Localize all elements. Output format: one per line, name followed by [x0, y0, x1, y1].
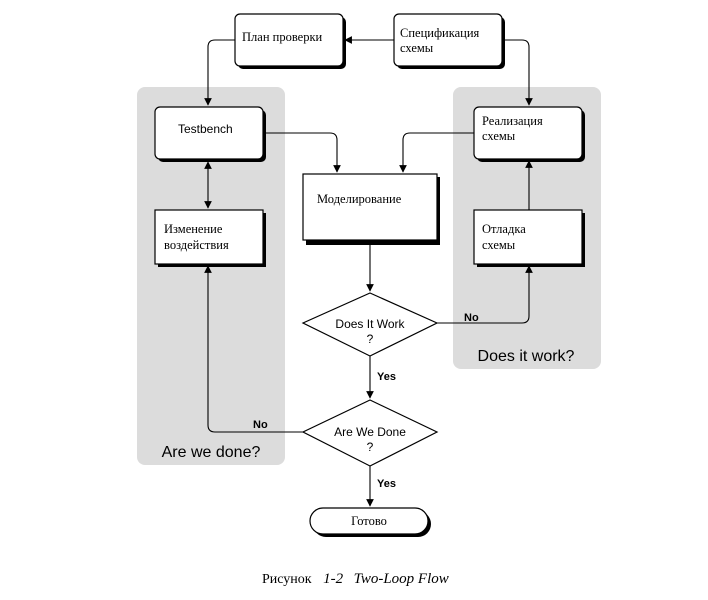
simulation-label: Моделирование [317, 192, 402, 206]
does-it-work-line1: Does It Work [335, 317, 405, 331]
plan-box: План проверки [234, 13, 346, 69]
are-we-done-line1: Are We Done [334, 425, 406, 439]
edge-label-no-done: No [253, 419, 268, 431]
arrow-testbench-to-simulation [263, 132, 341, 173]
arrow-done-no-to-stimulus [204, 265, 303, 433]
testbench-box: Testbench [154, 106, 266, 162]
impl-label-line2: схемы [482, 129, 516, 143]
caption-prefix: Рисунок [262, 572, 312, 587]
are-we-done-line2: ? [367, 440, 374, 454]
arrow-plan-to-testbench [204, 39, 235, 106]
arrow-impl-to-simulation [399, 132, 474, 173]
stimulus-label-line1: Изменение [164, 222, 223, 236]
edge-label-no-works: No [464, 312, 479, 324]
ready-terminal: Готово [309, 507, 431, 537]
spec-box: Спецификация схемы [393, 13, 505, 69]
edge-label-yes-works: Yes [377, 371, 396, 383]
testbench-label: Testbench [178, 122, 233, 136]
debug-box: Отладка схемы [473, 209, 585, 267]
arrow-works-no-to-debug [437, 265, 533, 324]
caption-number: 1-2 [323, 571, 343, 587]
edge-label-yes-done: Yes [377, 478, 396, 490]
impl-box: Реализация схемы [473, 106, 585, 162]
caption-title: Two-Loop Flow [354, 571, 449, 587]
arrow-spec-to-impl [502, 39, 533, 106]
does-it-work-line2: ? [367, 332, 374, 346]
figure-caption: Рисунок 1-2 Two-Loop Flow [262, 571, 449, 587]
spec-label-line1: Спецификация [400, 26, 480, 40]
stimulus-box: Изменение воздействия [154, 209, 266, 267]
right-region-label: Does it work? [478, 348, 575, 365]
simulation-box: Моделирование [302, 173, 440, 245]
left-loop-region [137, 87, 285, 465]
ready-label: Готово [351, 514, 387, 528]
stimulus-label-line2: воздействия [164, 238, 229, 252]
are-we-done-decision: Are We Done ? [301, 399, 439, 467]
does-it-work-decision: Does It Work ? [301, 292, 439, 357]
spec-label-line2: схемы [400, 41, 434, 55]
debug-label-line2: схемы [482, 238, 516, 252]
impl-label-line1: Реализация [482, 114, 543, 128]
debug-label-line1: Отладка [482, 222, 526, 236]
left-region-label: Are we done? [162, 444, 261, 461]
plan-label: План проверки [242, 30, 323, 44]
